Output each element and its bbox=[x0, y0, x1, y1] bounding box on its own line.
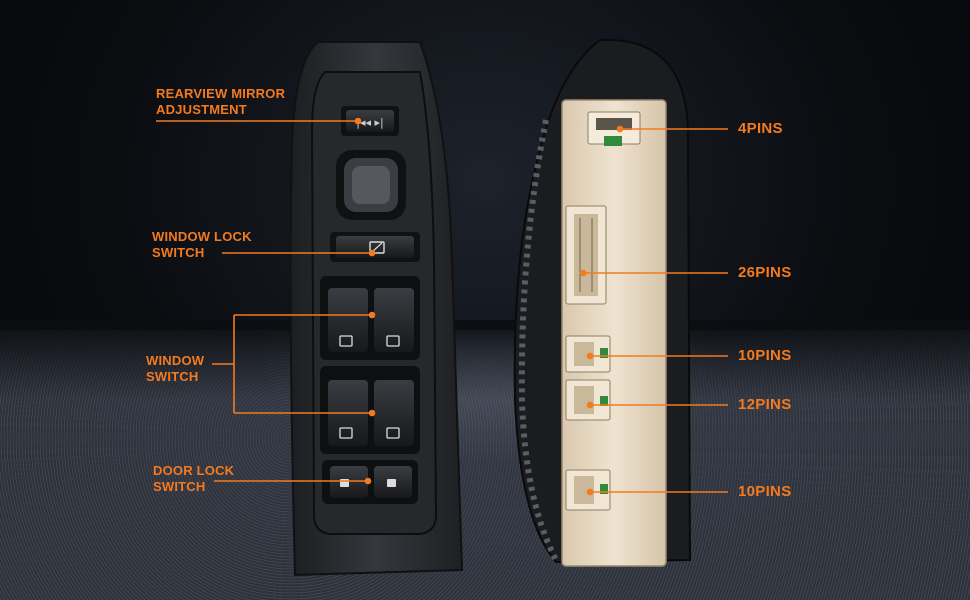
label-10pins-lower: 10PINS bbox=[738, 483, 792, 500]
svg-text:|◂◂ ▸|: |◂◂ ▸| bbox=[356, 116, 383, 129]
background-fade bbox=[0, 320, 970, 400]
rear-connector-panel bbox=[513, 38, 692, 567]
front-switch-panel: |◂◂ ▸| bbox=[289, 41, 464, 577]
label-window-lock-switch: WINDOW LOCK SWITCH bbox=[152, 229, 252, 260]
label-rearview-mirror-adjustment: REARVIEW MIRROR ADJUSTMENT bbox=[156, 86, 286, 117]
label-26pins: 26PINS bbox=[738, 264, 792, 281]
label-window-switch: WINDOW SWITCH bbox=[146, 353, 205, 384]
label-10pins-upper: 10PINS bbox=[738, 347, 792, 364]
label-door-lock-switch: DOOR LOCK SWITCH bbox=[153, 463, 235, 494]
label-12pins: 12PINS bbox=[738, 396, 792, 413]
callout-lines bbox=[156, 117, 728, 496]
label-4pins: 4PINS bbox=[738, 120, 783, 137]
